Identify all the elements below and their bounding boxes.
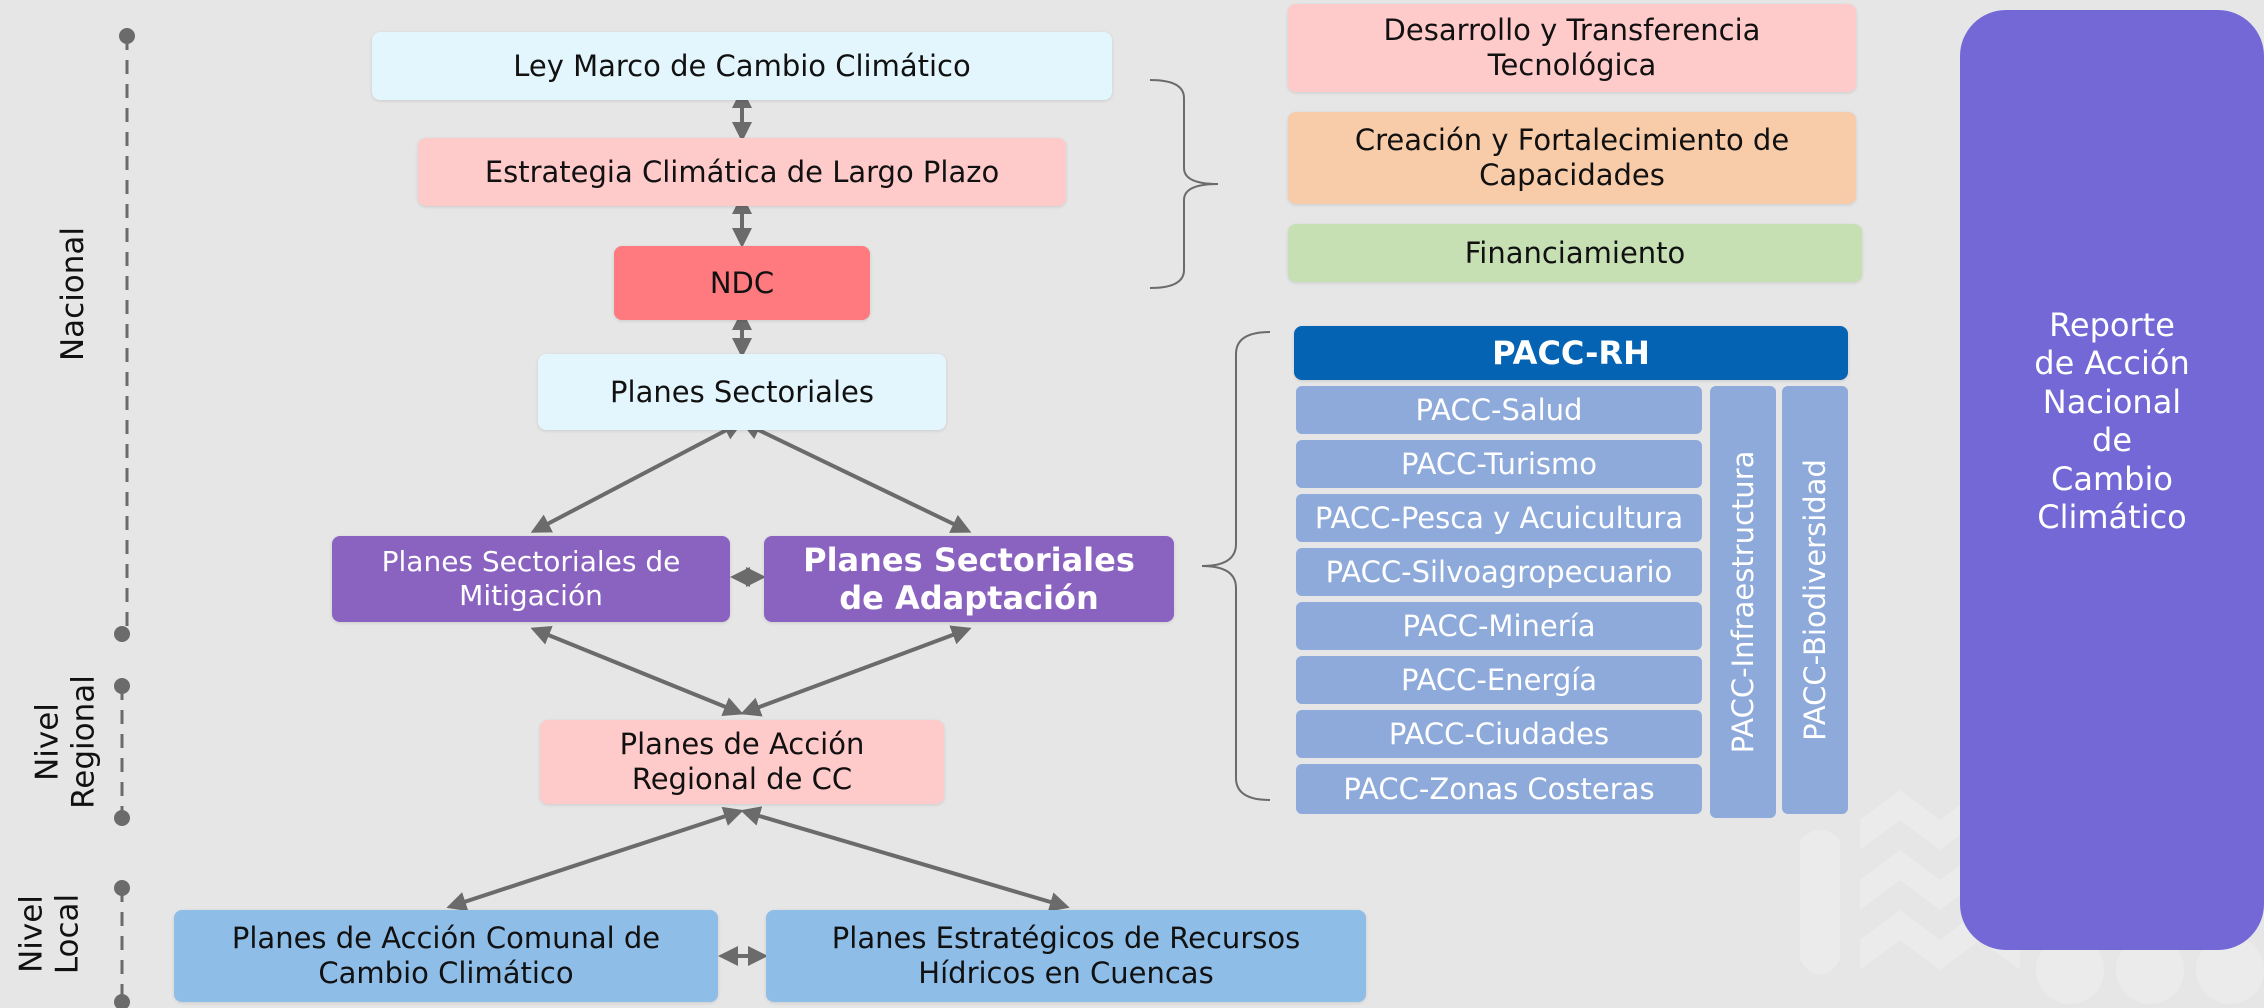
pacc-biodiversidad-box: PACC-Biodiversidad: [1782, 386, 1848, 814]
nacional-top-dot: [119, 28, 135, 44]
pacc-item: PACC-Zonas Costeras: [1296, 764, 1702, 814]
pacc-infraestructura-box: PACC-Infraestructura: [1710, 386, 1776, 818]
pacc-infraestructura-label: PACC-Infraestructura: [1726, 450, 1760, 754]
pacc-item: PACC-Ciudades: [1296, 710, 1702, 758]
pacc-rh-header: PACC-RH: [1294, 326, 1848, 380]
reporte-text: Reporte de Acción Nacional de Cambio Cli…: [2034, 306, 2190, 536]
regional-bottom-dot: [114, 810, 130, 826]
regional-box: Planes de Acción Regional de CC: [540, 720, 944, 804]
pacc-item: PACC-Energía: [1296, 656, 1702, 704]
planes-sectoriales-box: Planes Sectoriales: [538, 354, 946, 430]
arrow-sectoriales-adaptacion: [740, 421, 972, 533]
estrategia-box: Estrategia Climática de Largo Plazo: [418, 138, 1066, 206]
mitigacion-box: Planes Sectoriales de Mitigación: [332, 536, 730, 622]
desarrollo-box: Desarrollo y Transferencia Tecnológica: [1288, 4, 1856, 92]
financiamiento-box: Financiamiento: [1288, 224, 1862, 282]
comunal-box: Planes de Acción Comunal de Cambio Climá…: [174, 910, 718, 1002]
regional-top-dot: [114, 678, 130, 694]
reporte-panel: Reporte de Acción Nacional de Cambio Cli…: [1960, 10, 2264, 950]
pacc-biodiversidad-label: PACC-Biodiversidad: [1798, 459, 1832, 741]
means-brace: [1149, 79, 1219, 289]
arrow-regional-cuencas: [740, 806, 1070, 912]
arrow-mitigacion-regional: [530, 626, 744, 716]
cuencas-box: Planes Estratégicos de Recursos Hídricos…: [766, 910, 1366, 1002]
pacc-item: PACC-Turismo: [1296, 440, 1702, 488]
pacc-item: PACC-Pesca y Acuicultura: [1296, 494, 1702, 542]
local-top-dot: [114, 880, 130, 896]
pacc-item: PACC-Minería: [1296, 602, 1702, 650]
ley-marco-box: Ley Marco de Cambio Climático: [372, 32, 1112, 100]
adaptacion-box: Planes Sectoriales de Adaptación: [764, 536, 1174, 622]
local-bottom-dot: [114, 994, 130, 1008]
arrow-regional-comunal: [446, 806, 744, 912]
pacc-item: PACC-Salud: [1296, 386, 1702, 434]
pacc-item: PACC-Silvoagropecuario: [1296, 548, 1702, 596]
arrow-adaptacion-regional: [740, 625, 972, 717]
arrow-sectoriales-mitigacion: [530, 421, 744, 533]
nacional-bottom-dot: [114, 626, 130, 642]
pacc-brace: [1201, 331, 1271, 801]
capacidades-box: Creación y Fortalecimiento de Capacidade…: [1288, 112, 1856, 204]
ndc-box: NDC: [614, 246, 870, 320]
